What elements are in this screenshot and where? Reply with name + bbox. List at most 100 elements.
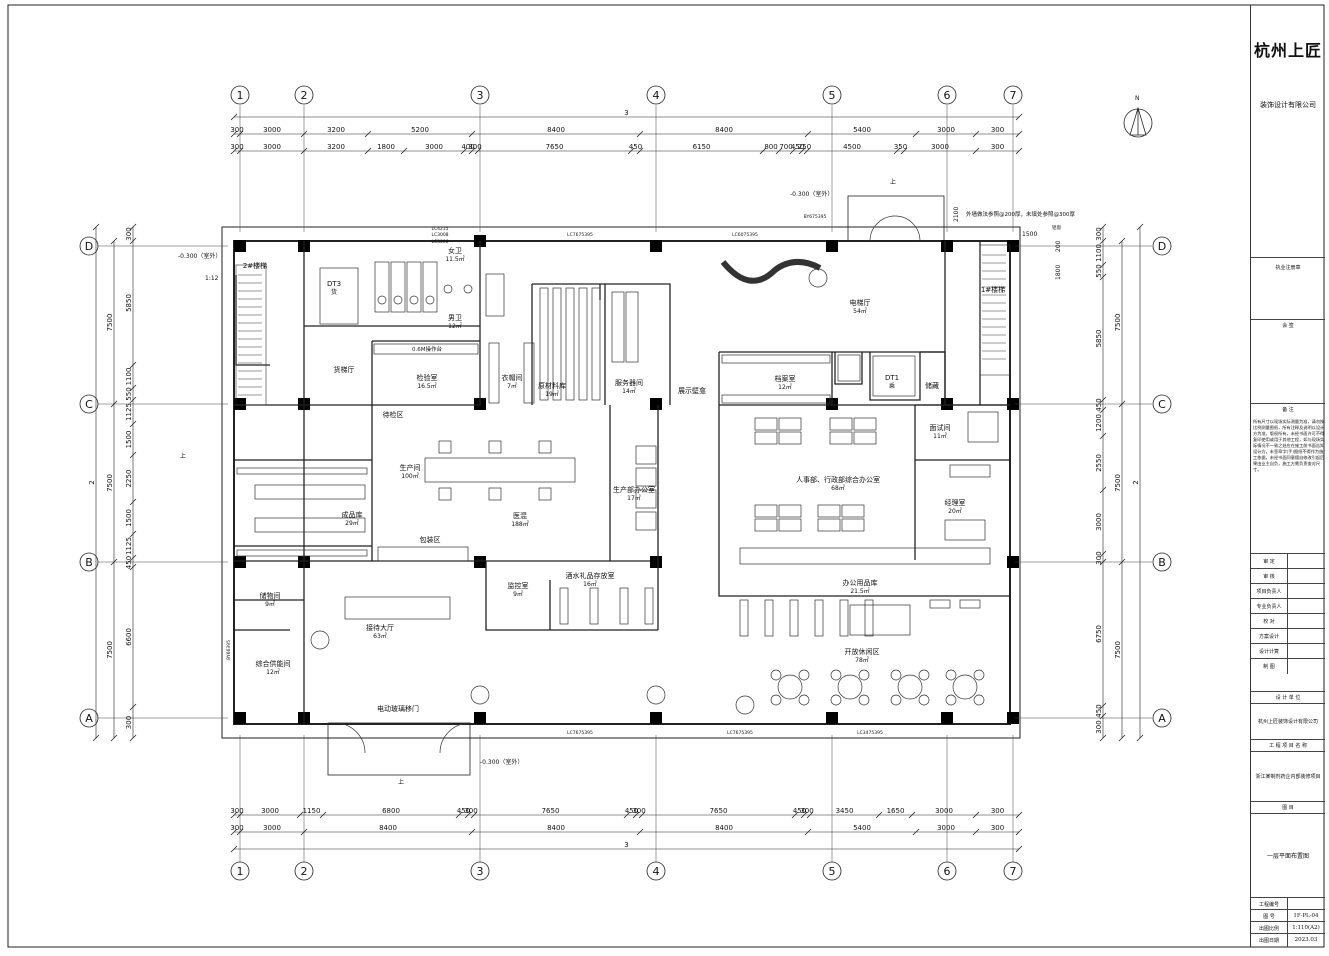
shelf — [591, 287, 601, 401]
dim-text: 300 — [230, 126, 243, 134]
dim-tick — [1015, 828, 1023, 836]
dim-text: 1150 — [303, 807, 321, 815]
shelf — [814, 599, 824, 637]
chair — [858, 669, 870, 681]
dim-tick — [455, 811, 463, 819]
dim-text: 450 — [625, 807, 638, 815]
dim-text: 5200 — [411, 126, 429, 134]
dim-tick — [636, 147, 644, 155]
door-swing — [869, 215, 896, 242]
column — [650, 556, 662, 568]
office-desk — [778, 504, 802, 518]
axis-col-label: 1 — [237, 865, 244, 878]
desk — [635, 489, 657, 509]
shelf — [839, 599, 849, 637]
chair — [973, 694, 985, 706]
axis-row-label: B — [85, 556, 93, 569]
dim-tick — [1015, 130, 1023, 138]
dim-text: 300 — [230, 824, 243, 832]
dim-text: 300 — [632, 807, 645, 815]
storage-cabinet — [739, 547, 991, 565]
role-row: 项目负责人 — [1251, 583, 1325, 599]
round-table — [777, 674, 803, 700]
axis-bubble — [79, 394, 99, 414]
room-name: 面试间 — [930, 423, 951, 432]
dim-text: 7650 — [542, 807, 560, 815]
office-desk — [817, 518, 841, 532]
dim-text: 8400 — [715, 126, 733, 134]
role-label: 审 定 — [1263, 559, 1275, 565]
rack — [254, 517, 366, 533]
room-name: 储物间 — [260, 591, 281, 600]
dim-text: 5850 — [125, 294, 133, 312]
column — [941, 712, 953, 724]
room-name: 开放休闲区 — [845, 647, 880, 656]
up-label: 上 — [398, 778, 404, 786]
scale-value: 1:110(A2) — [1292, 925, 1320, 931]
dim-text: 3000 — [261, 807, 279, 815]
room-name: 货梯厅 — [334, 365, 355, 374]
axis-bubble — [470, 85, 490, 105]
role-label: 项目负责人 — [1256, 589, 1282, 595]
office-desk — [841, 504, 865, 518]
axis-row-label: C — [85, 398, 93, 411]
wall-note-label: 外墙做法参照@200厚，未填处参照@300厚 — [966, 210, 1075, 218]
room-area: 7㎡ — [507, 382, 517, 390]
column — [474, 712, 486, 724]
dim-text: 5400 — [853, 126, 871, 134]
toilet — [425, 295, 435, 305]
dim-tick — [364, 130, 372, 138]
up-label: 上 — [180, 452, 186, 460]
role-label: 方案设计 — [1258, 634, 1279, 640]
dim-tick — [236, 130, 244, 138]
dim-tick — [129, 554, 137, 562]
dim-tick — [789, 147, 797, 155]
axis-bubble — [294, 861, 314, 881]
chair — [973, 669, 985, 681]
design-unit-label: 设 计 单 位 — [1251, 691, 1325, 704]
office-desk — [754, 417, 778, 431]
meeting-desk — [967, 411, 999, 443]
dim-tick — [912, 828, 920, 836]
project-name: 浙江某制剂药企内部装修项目 — [1251, 751, 1325, 802]
axis-bubble — [79, 552, 99, 572]
office-desk — [853, 431, 877, 445]
dim-tick — [1015, 845, 1023, 853]
room-area: 16㎡ — [583, 580, 597, 588]
dim-text: 3000 — [937, 126, 955, 134]
dim-text: 300 — [125, 716, 133, 729]
room-name: 医混 — [513, 511, 527, 520]
dim-text: 7500 — [106, 641, 114, 659]
office-desk — [829, 417, 853, 431]
stool — [538, 440, 552, 454]
archive-shelf — [721, 354, 831, 364]
chair — [890, 694, 902, 706]
door-swing — [334, 722, 366, 754]
axis-row-label: B — [1158, 556, 1166, 569]
room-name: 成品库 — [342, 510, 363, 519]
dim-text: 7500 — [1114, 641, 1122, 659]
chair — [830, 669, 842, 681]
dim-text: 7500 — [1114, 314, 1122, 332]
room-area: 12㎡ — [778, 383, 792, 391]
dim-tick — [908, 811, 916, 819]
plant — [470, 685, 490, 705]
role-row: 方案设计 — [1251, 628, 1325, 644]
drawing-label: 图 目 — [1251, 801, 1325, 814]
stool — [438, 487, 452, 501]
column — [1007, 556, 1019, 568]
room-name: 酒水礼品存放室 — [566, 571, 615, 580]
dim-tick — [129, 451, 137, 459]
dim-tick — [1136, 734, 1144, 742]
dim-text: 700 — [779, 143, 792, 151]
dim-text: 5400 — [853, 824, 871, 832]
window-tag: BY675395 — [804, 214, 827, 220]
dim-text: 800 — [764, 143, 777, 151]
role-label: 专业负责人 — [1256, 604, 1282, 610]
office-desk — [754, 431, 778, 445]
axis-bubble — [1003, 861, 1023, 881]
dim-text: 3000 — [263, 143, 281, 151]
room-area: 20㎡ — [948, 507, 962, 515]
